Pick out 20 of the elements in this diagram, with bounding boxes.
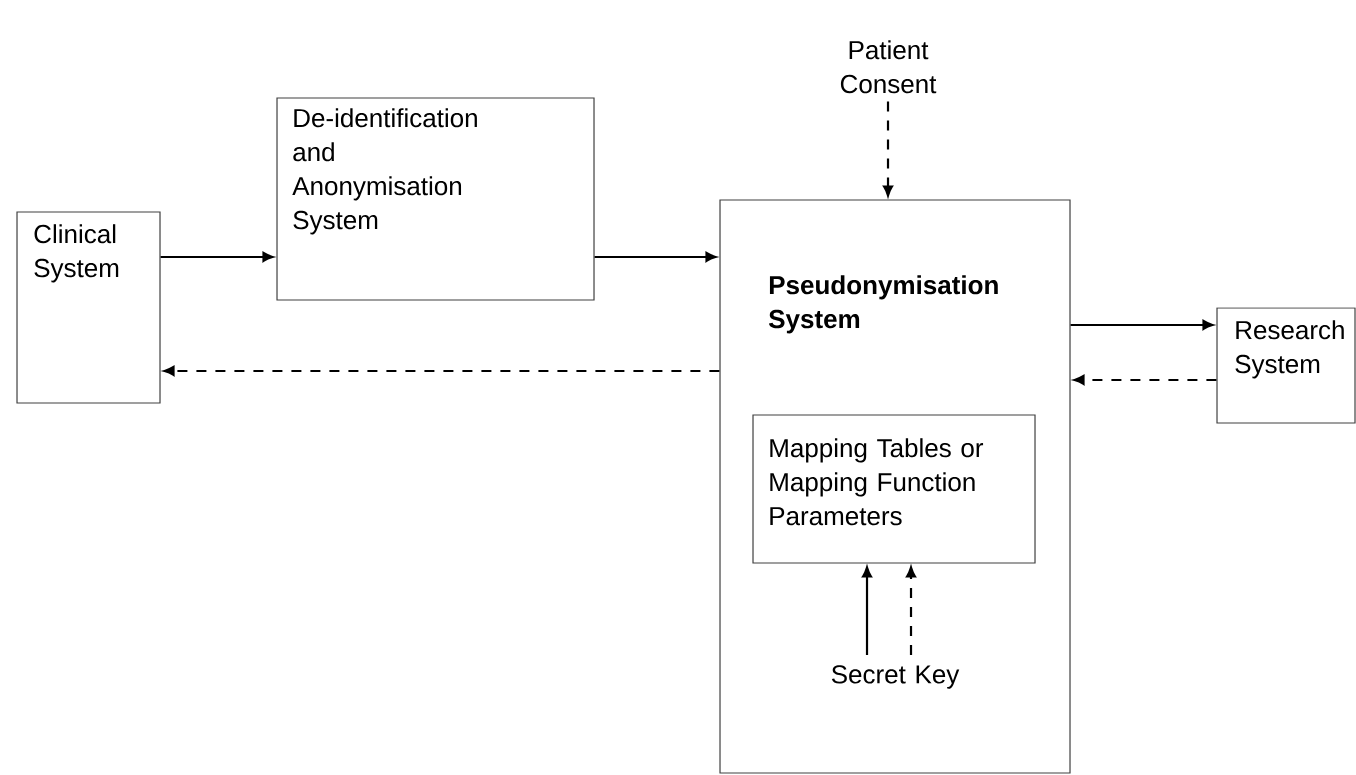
system-box [276,97,595,301]
arrow [594,251,717,263]
arrow [905,566,917,578]
arrow [160,251,274,263]
box-label: Pseudonymisation System [768,275,998,334]
inner-box [752,414,1036,564]
arrow [1070,319,1214,331]
box-label: Mapping Tables or Mapping Function Parameters [770,438,984,526]
input-label: Patient Consent [840,40,937,94]
box-label: Clinical System [34,224,119,283]
arrow [861,566,873,578]
arrow [163,365,720,377]
box-label: De-identification and Anonymisation System [292,108,477,235]
arrow [1073,374,1217,386]
system-box [1216,307,1356,424]
arrow [882,185,894,197]
system-box [16,211,161,404]
input-label: Secret Key [831,665,960,689]
box-label: Research System [1235,320,1344,379]
system-box [719,199,1071,774]
